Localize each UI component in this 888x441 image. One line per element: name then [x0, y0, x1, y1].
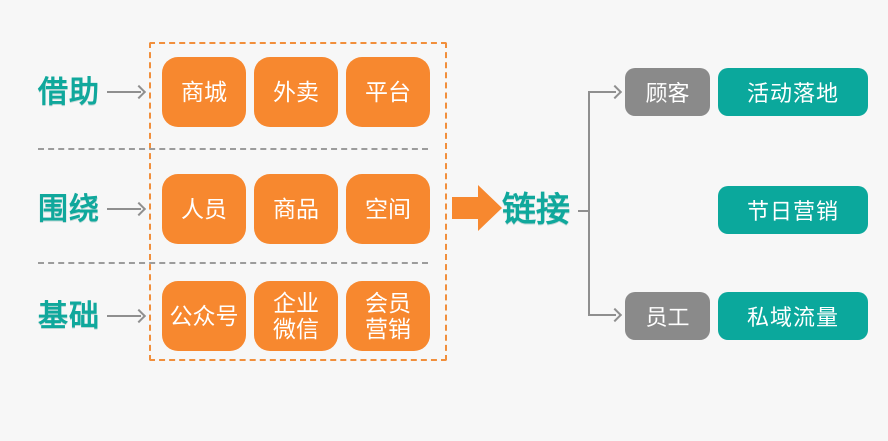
stage-label-row2: 围绕	[38, 193, 100, 226]
link-label: 链接	[502, 191, 570, 229]
stage-label-row3: 基础	[38, 300, 100, 333]
orange-box-r1c3: 平台	[346, 57, 430, 127]
stage-label-row1: 借助	[38, 76, 100, 109]
orange-box-r2c2: 商品	[254, 174, 338, 244]
orange-box-r2c1: 人员	[162, 174, 246, 244]
orange-box-r3c1: 公众号	[162, 281, 246, 351]
row-separator-line	[38, 262, 428, 264]
outcome-box-activity: 活动落地	[718, 68, 868, 116]
outcome-box-festival: 节日营销	[718, 186, 868, 234]
orange-box-r3c3: 会员 营销	[346, 281, 430, 351]
big-right-arrow-icon	[452, 185, 502, 231]
audience-box-customer: 顾客	[625, 68, 710, 116]
orange-box-r2c3: 空间	[346, 174, 430, 244]
dashed-border-box	[149, 42, 447, 361]
orange-box-r1c1: 商城	[162, 57, 246, 127]
orange-box-r3c2: 企业 微信	[254, 281, 338, 351]
outcome-box-private-traffic: 私域流量	[718, 292, 868, 340]
orange-box-r1c2: 外卖	[254, 57, 338, 127]
row-separator-line	[38, 148, 428, 150]
audience-box-staff: 员工	[625, 292, 710, 340]
